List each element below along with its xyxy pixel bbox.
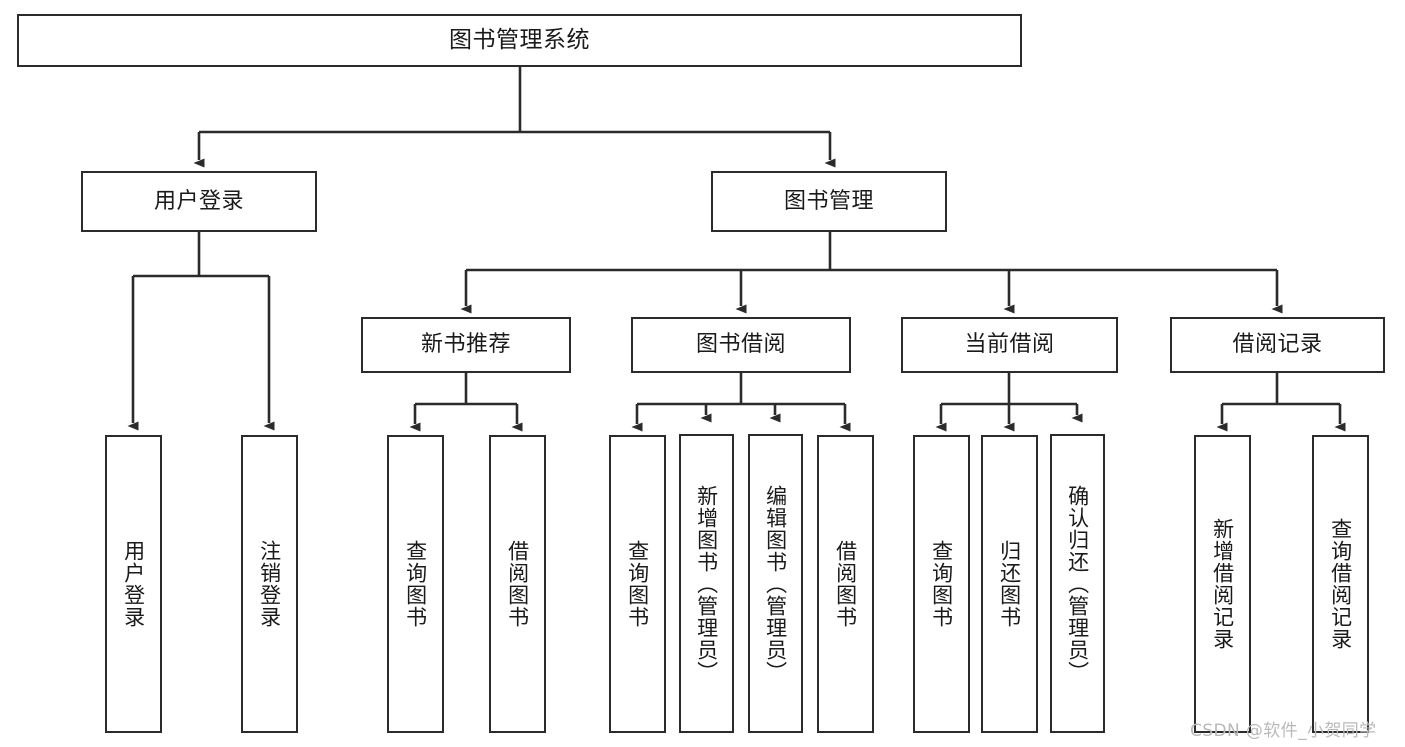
node-label: 查询图书 [929, 540, 954, 628]
node-label: 新书推荐 [420, 332, 511, 358]
node-book-borrow[interactable]: 图书借阅 [631, 317, 851, 373]
node-label: 查询借阅记录 [1328, 518, 1353, 650]
leaf-book-borrow-borrow-book[interactable]: 借阅图书 [817, 435, 874, 733]
node-label: 借阅图书 [505, 540, 530, 628]
leaf-borrow-record-add-record[interactable]: 新增借阅记录 [1194, 435, 1251, 733]
node-label: 确认归还（管理员） [1065, 484, 1090, 683]
node-label: 编辑图书（管理员） [763, 484, 788, 683]
node-new-book-recommend[interactable]: 新书推荐 [361, 317, 571, 373]
leaf-user-login-logout[interactable]: 注销登录 [241, 435, 298, 733]
leaf-new-book-borrow-book[interactable]: 借阅图书 [489, 435, 546, 733]
node-label: 查询图书 [625, 540, 650, 628]
leaf-current-borrow-confirm-return-admin[interactable]: 确认归还（管理员） [1050, 434, 1105, 733]
node-label: 归还图书 [997, 540, 1022, 628]
node-label: 图书借阅 [695, 332, 786, 358]
node-label: 图书管理系统 [449, 26, 590, 53]
node-user-login[interactable]: 用户登录 [81, 171, 317, 232]
node-root-book-management-system[interactable]: 图书管理系统 [17, 14, 1022, 67]
leaf-current-borrow-return-book[interactable]: 归还图书 [981, 435, 1038, 733]
node-label: 查询图书 [403, 540, 428, 628]
leaf-new-book-query-book[interactable]: 查询图书 [387, 435, 444, 733]
node-label: 新增图书（管理员） [694, 484, 719, 683]
node-label: 借阅记录 [1232, 332, 1323, 358]
node-label: 注销登录 [257, 540, 282, 628]
node-label: 借阅图书 [833, 540, 858, 628]
leaf-book-borrow-edit-book-admin[interactable]: 编辑图书（管理员） [748, 434, 803, 733]
node-current-borrow[interactable]: 当前借阅 [901, 317, 1118, 373]
leaf-current-borrow-query-book[interactable]: 查询图书 [913, 435, 970, 733]
node-label: 新增借阅记录 [1210, 518, 1235, 650]
node-label: 用户登录 [121, 540, 146, 628]
leaf-book-borrow-add-book-admin[interactable]: 新增图书（管理员） [679, 434, 734, 733]
node-label: 当前借阅 [964, 332, 1055, 358]
leaf-user-login-login[interactable]: 用户登录 [105, 435, 162, 733]
node-book-management[interactable]: 图书管理 [711, 171, 947, 232]
node-label: 用户登录 [153, 188, 244, 214]
leaf-book-borrow-query-book[interactable]: 查询图书 [609, 435, 666, 733]
node-borrow-record[interactable]: 借阅记录 [1170, 317, 1385, 373]
csdn-watermark: CSDN @软件_小贺同学 [1190, 721, 1377, 741]
node-label: 图书管理 [783, 188, 874, 214]
leaf-borrow-record-query-record[interactable]: 查询借阅记录 [1312, 435, 1369, 733]
